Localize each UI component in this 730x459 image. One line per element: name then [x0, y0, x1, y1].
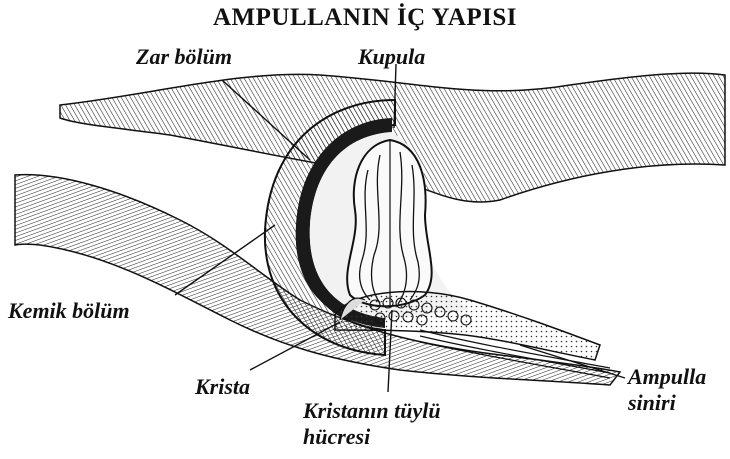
label-kupula: Kupula [358, 44, 425, 70]
label-kemik-bolum: Kemik bölüm [8, 298, 130, 324]
label-kristanin-line1: Kristanın tüylü [303, 398, 441, 424]
diagram-title: AMPULLANIN İÇ YAPISI [0, 4, 730, 32]
label-krista: Krista [195, 374, 250, 400]
label-ampulla-line2: siniri [628, 390, 676, 416]
label-ampulla-line1: Ampulla [628, 364, 706, 390]
label-zar-bolum: Zar bölüm [136, 44, 232, 70]
cupula [347, 140, 432, 308]
label-kristanin-line2: hücresi [303, 424, 370, 450]
